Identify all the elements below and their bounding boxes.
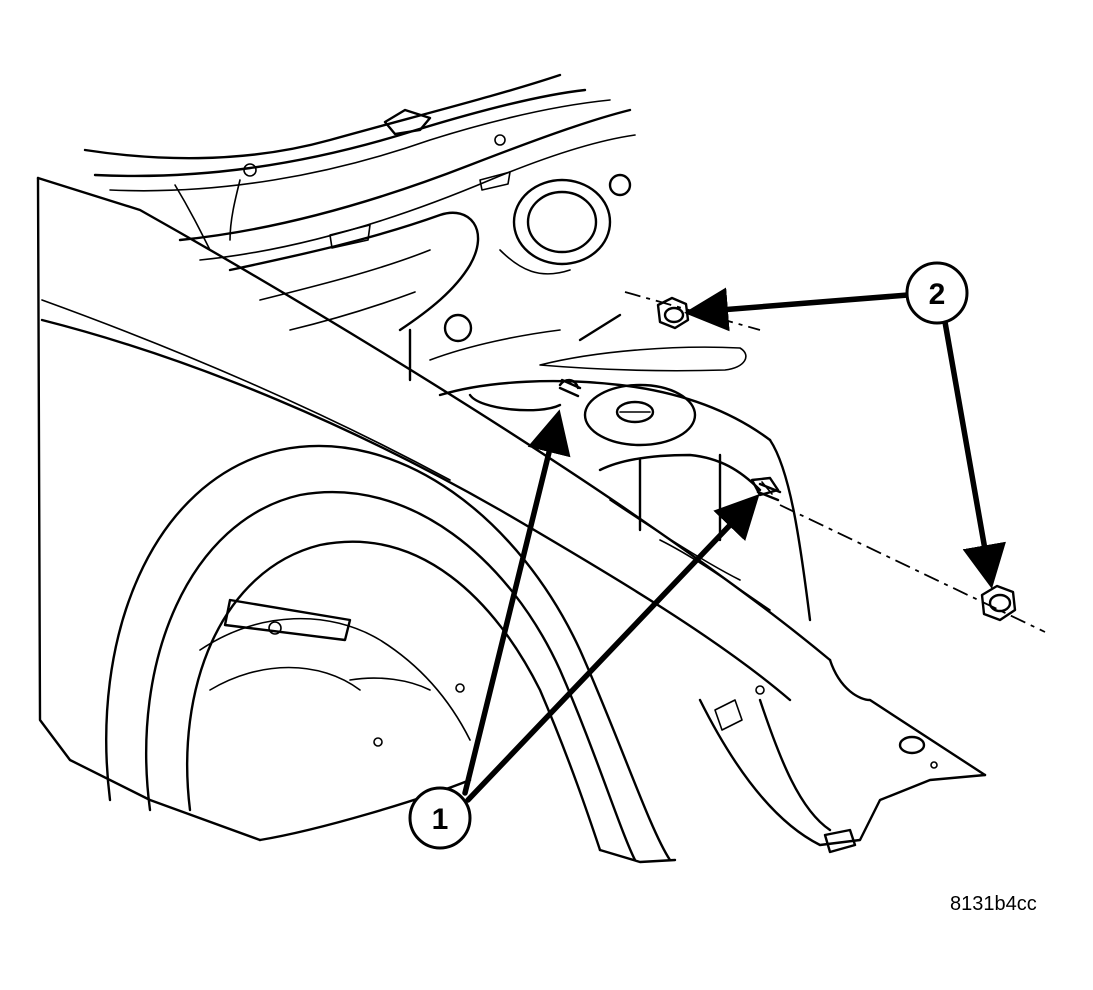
stud-upper xyxy=(558,378,582,398)
callout-1: 1 xyxy=(408,786,472,850)
callout-1-label: 1 xyxy=(432,803,449,836)
inner-splash-shield xyxy=(698,658,987,854)
alignment-line-lower xyxy=(779,504,1046,633)
nut-lower xyxy=(980,584,1017,622)
wheel-arch xyxy=(105,444,677,864)
fender-panel xyxy=(36,176,832,842)
stud-lower xyxy=(756,482,782,502)
callout-2-leaders xyxy=(684,287,1006,589)
strut-tower-housing xyxy=(228,173,747,382)
callout-1-leaders xyxy=(462,409,760,803)
figure-code: 8131b4cc xyxy=(950,893,1037,915)
callout-2-label: 2 xyxy=(929,278,946,311)
callout-2: 2 xyxy=(905,261,969,325)
cowl-panel xyxy=(83,73,636,261)
